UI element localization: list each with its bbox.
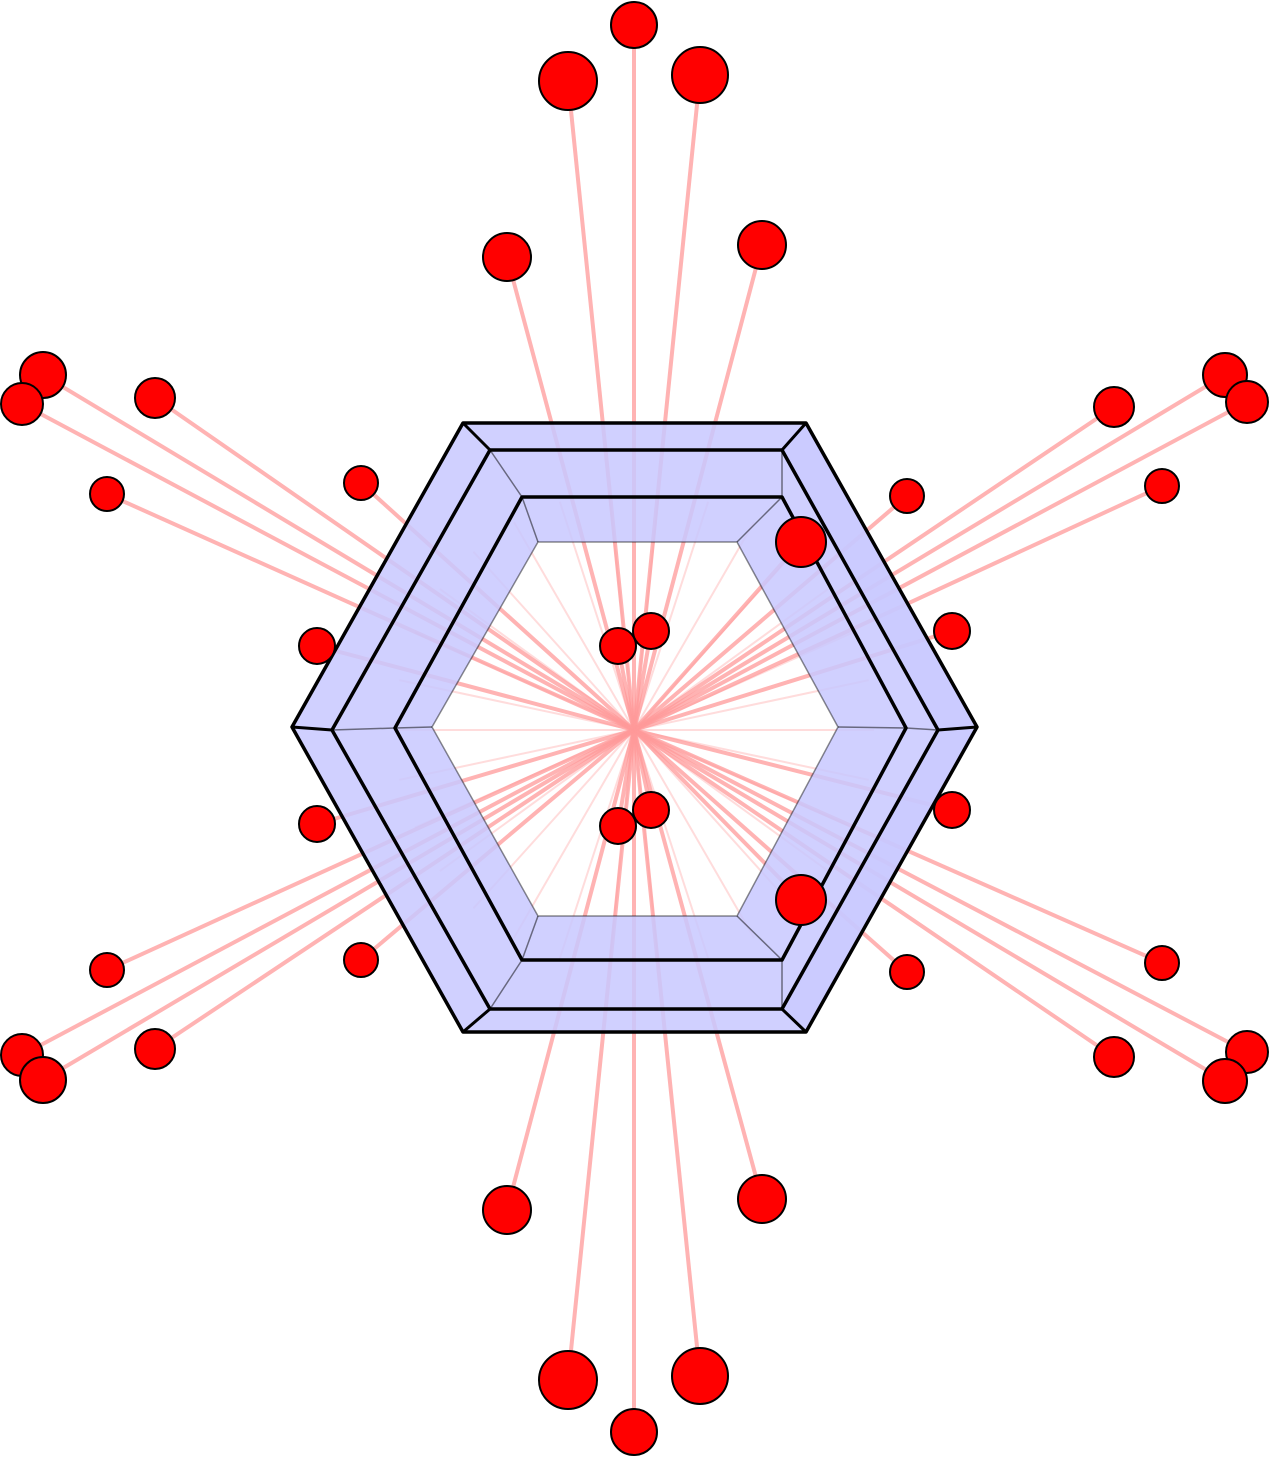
ray-28 [41, 728, 636, 1082]
sphere-17 [298, 627, 336, 665]
sphere-3 [671, 46, 729, 104]
sphere-5 [737, 220, 787, 270]
sphere-37 [737, 1174, 787, 1224]
frame-bevel-line [837, 726, 907, 729]
frame-bevel-line [331, 727, 396, 731]
ray-33 [632, 728, 1227, 1083]
frame-bevel-line [780, 1007, 808, 1034]
ray-11 [632, 373, 1227, 732]
frame-bevel-line [521, 915, 539, 961]
ray-39 [632, 729, 702, 1377]
frame-bevel-line [462, 1007, 491, 1034]
sphere-36 [482, 1185, 532, 1235]
sphere-35 [889, 954, 925, 990]
sphere-9 [89, 476, 125, 512]
rays-group [21, 25, 1248, 1432]
sphere-10 [343, 465, 379, 501]
sphere-16 [775, 516, 827, 568]
sphere-13 [1093, 386, 1135, 428]
sphere-34 [1093, 1036, 1135, 1078]
ray-2 [566, 80, 636, 731]
sphere-2 [538, 51, 598, 111]
sphere-15 [889, 478, 925, 514]
sphere-14 [1144, 468, 1180, 504]
ray-burst [633, 521, 755, 731]
ray-burst [513, 521, 635, 731]
frame-bevel-line [461, 421, 492, 452]
ray-32 [633, 728, 1248, 1054]
sphere-40 [610, 1408, 658, 1456]
frame-bevel-line [905, 727, 939, 731]
ray-burst [513, 729, 635, 939]
frame-bevel-line [780, 422, 808, 451]
sphere-25 [775, 874, 827, 926]
frame-bevel-line [489, 959, 523, 1010]
frame-bevel-line [394, 726, 433, 729]
frame-bevel-line [291, 725, 333, 732]
ray-27 [21, 728, 635, 1057]
frame-bevel-line [489, 449, 523, 498]
sphere-26 [89, 952, 125, 988]
sphere-33 [1202, 1058, 1248, 1104]
sphere-7 [0, 382, 44, 426]
sphere-20 [632, 612, 670, 650]
sphere-29 [134, 1028, 176, 1070]
sphere-30 [343, 942, 379, 978]
sphere-23 [298, 805, 336, 843]
sphere-39 [671, 1347, 729, 1405]
sphere-4 [482, 232, 532, 282]
sphere-12 [1225, 380, 1269, 424]
sphere-31 [1144, 945, 1180, 981]
ray-burst [633, 729, 755, 939]
ray-6 [41, 373, 636, 732]
frame-bevel-line [521, 496, 539, 543]
sphere-24 [933, 791, 971, 829]
sphere-38 [538, 1350, 598, 1410]
ray-7 [21, 402, 635, 732]
sphere-1 [610, 1, 658, 49]
sphere-8 [134, 377, 176, 419]
sphere-28 [19, 1056, 67, 1104]
frame-bevel-line [736, 496, 783, 543]
sphere-19 [599, 627, 637, 665]
sphere-21 [599, 807, 637, 845]
sphere-22 [632, 791, 670, 829]
frame-bevel-line [736, 915, 783, 961]
ray-12 [633, 400, 1248, 732]
sphere-18 [933, 612, 971, 650]
frame-bevel-line [937, 725, 978, 732]
